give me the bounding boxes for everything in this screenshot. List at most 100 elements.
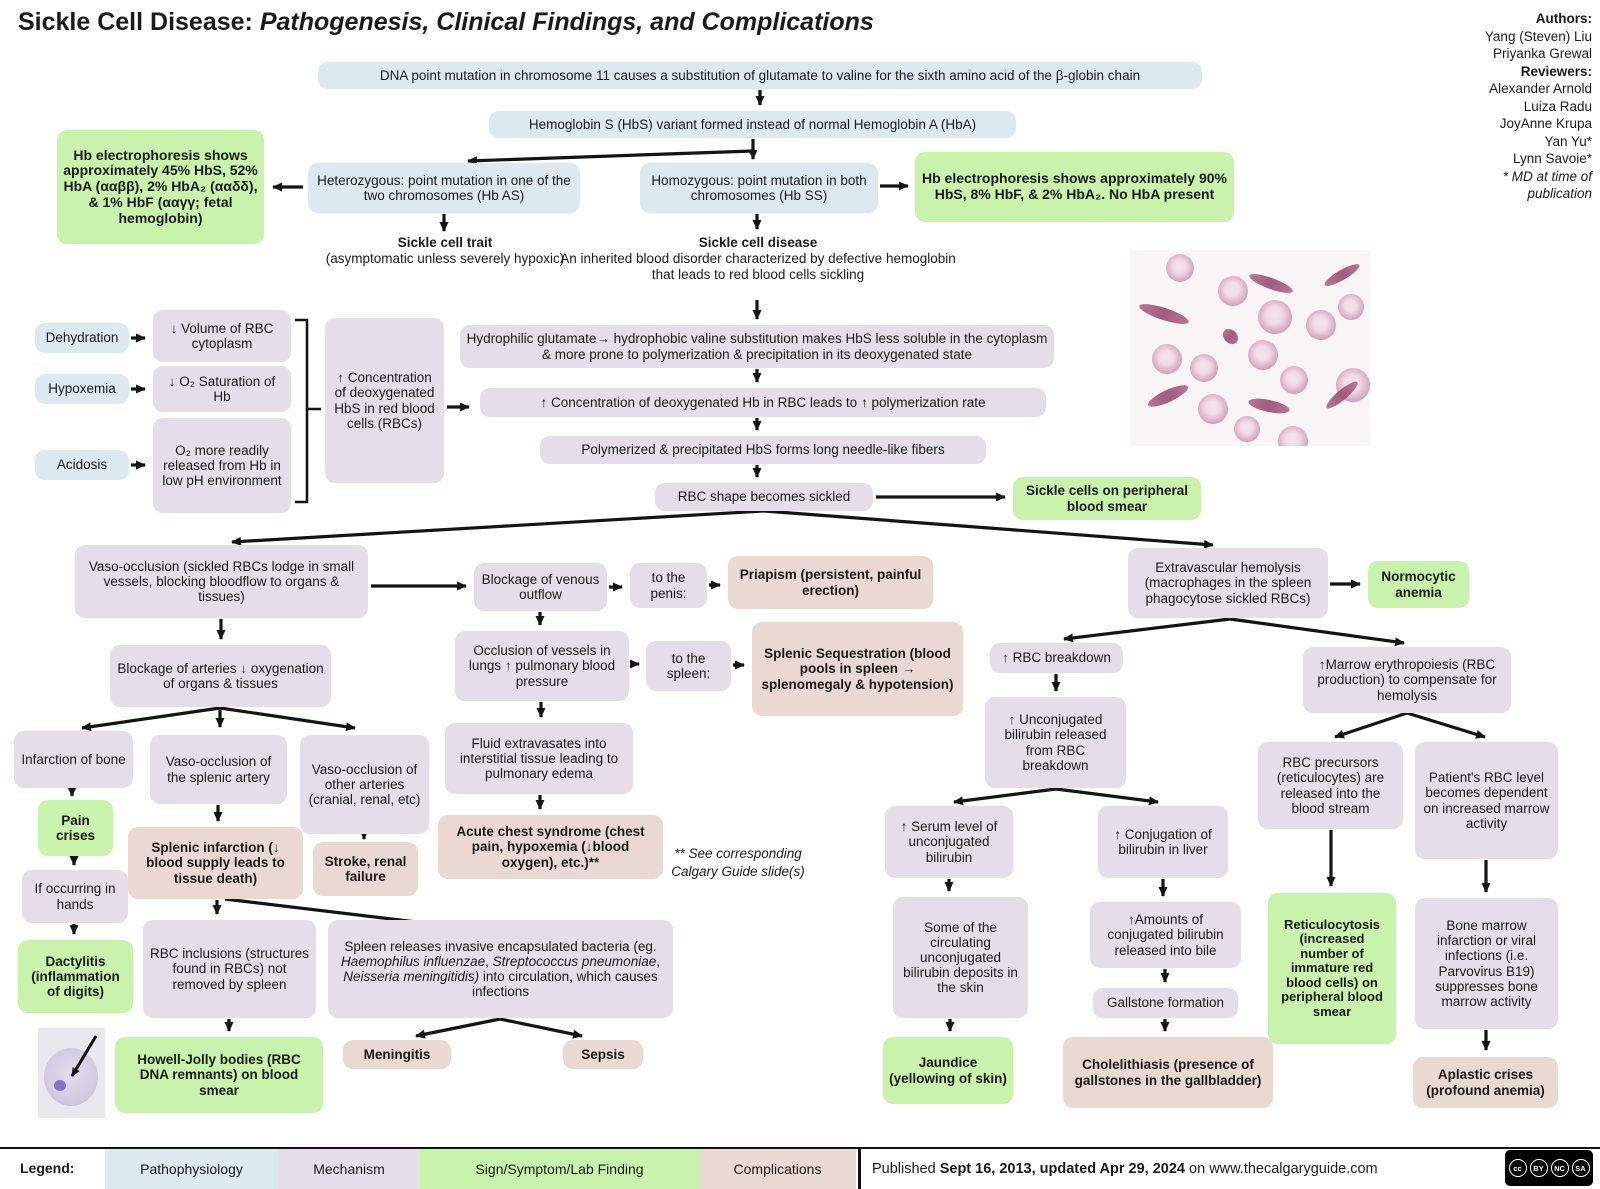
legend-label: Legend: — [20, 1160, 75, 1176]
node-dehydration: Dehydration — [35, 323, 129, 353]
node-patients-rbc-level: Patient's RBC level becomes dependent on… — [1415, 742, 1558, 859]
node-sepsis: Sepsis — [563, 1040, 643, 1069]
reviewer-name: Luiza Radu — [1523, 98, 1592, 114]
node-needle-fibers: Polymerized & precipitated HbS forms lon… — [540, 436, 986, 464]
title-main: Sickle Cell Disease: — [18, 8, 253, 36]
node-stroke-renal-failure: Stroke, renal failure — [313, 842, 418, 896]
author-name: Yang (Steven) Liu — [1484, 28, 1592, 44]
credits-block: Authors: Yang (Steven) Liu Priyanka Grew… — [1390, 10, 1592, 203]
legend-item-complications: Complications — [699, 1149, 856, 1189]
node-to-the-penis: to the penis: — [630, 563, 707, 608]
published-line: Published Sept 16, 2013, updated Apr 29,… — [872, 1161, 1378, 1177]
node-if-occurring-hands: If occurring in hands — [22, 870, 128, 923]
node-hydrophilic-glutamate: Hydrophilic glutamate→ hydrophobic valin… — [460, 325, 1054, 368]
node-conjugated-bile: ↑Amounts of conjugated bilirubin release… — [1090, 902, 1241, 968]
sickle-shape — [1137, 300, 1191, 328]
node-sickle-cell-disease: Sickle cell disease An inherited blood d… — [560, 235, 956, 282]
sickle-shape — [1219, 325, 1242, 348]
rbc-shape — [1198, 394, 1228, 424]
reviewers-label: Reviewers: — [1520, 63, 1592, 79]
node-o2-released: O₂ more readily released from Hb in low … — [153, 418, 291, 513]
node-acute-chest-syndrome: Acute chest syndrome (chest pain, hypoxe… — [438, 815, 663, 879]
node-blockage-arteries: Blockage of arteries ↓ oxygenation of or… — [110, 645, 331, 707]
howell-jolly-image — [38, 1028, 105, 1118]
node-splenic-sequestration: Splenic Sequestration (blood pools in sp… — [752, 622, 963, 716]
authors-label: Authors: — [1535, 11, 1592, 26]
rbc-shape — [1152, 344, 1182, 374]
sickle-shape — [1145, 381, 1191, 411]
node-conjugation-liver: ↑ Conjugation of bilirubin in liver — [1098, 806, 1228, 878]
node-blockage-venous: Blockage of venous outflow — [474, 563, 607, 611]
node-meningitis: Meningitis — [343, 1040, 451, 1069]
by-icon: BY — [1529, 1159, 1548, 1177]
reviewer-name: Yan Yu* — [1544, 133, 1592, 149]
node-o2-saturation: ↓ O₂ Saturation of Hb — [153, 366, 291, 412]
node-heterozygous: Heterozygous: point mutation in one of t… — [308, 163, 580, 213]
node-spleen-releases-bacteria: Spleen releases invasive encapsulated ba… — [328, 920, 673, 1018]
node-dna-mutation: DNA point mutation in chromosome 11 caus… — [318, 62, 1202, 89]
rbc-shape — [1280, 366, 1308, 394]
node-sickle-cell-trait: Sickle cell trait (asymptomatic unless s… — [325, 235, 565, 266]
node-cholelithiasis: Cholelithiasis (presence of gallstones i… — [1063, 1037, 1273, 1108]
peripheral-smear-image — [1130, 250, 1370, 446]
cc-license-badge: cc BY NC SA — [1505, 1150, 1593, 1186]
node-circulating-bilirubin-skin: Some of the circulating unconjugated bil… — [893, 897, 1028, 1018]
node-gallstone-formation: Gallstone formation — [1093, 988, 1238, 1018]
node-unconjugated-bilirubin: ↑ Unconjugated bilirubin released from R… — [985, 697, 1126, 788]
node-volume-rbc-cytoplasm: ↓ Volume of RBC cytoplasm — [153, 310, 291, 362]
page-title: Sickle Cell Disease: Pathogenesis, Clini… — [18, 8, 874, 37]
rbc-shape — [1248, 340, 1278, 370]
node-normocytic-anemia: Normocytic anemia — [1368, 561, 1469, 608]
node-jaundice: Jaundice (yellowing of skin) — [883, 1037, 1013, 1104]
node-howell-jolly-bodies: Howell-Jolly bodies (RBC DNA remnants) o… — [115, 1037, 323, 1113]
node-vaso-occlusion: Vaso-occlusion (sickled RBCs lodge in sm… — [75, 545, 368, 618]
node-aplastic-crises: Aplastic crises (profound anemia) — [1413, 1057, 1558, 1108]
sa-icon: SA — [1571, 1159, 1590, 1177]
rbc-shape — [1306, 310, 1336, 340]
rbc-shape — [1234, 416, 1260, 442]
node-bone-marrow-infarction: Bone marrow infarction or viral infectio… — [1415, 898, 1558, 1029]
nc-icon: NC — [1550, 1159, 1569, 1177]
reviewer-name: Lynn Savoie* — [1512, 151, 1592, 167]
credits-note: publication — [1527, 186, 1592, 202]
rbc-shape — [1218, 276, 1248, 306]
pointer-arrow-icon — [70, 1035, 98, 1077]
node-concentration-deoxygenated-hbs: ↑ Concentration of deoxygenated HbS in r… — [325, 318, 444, 483]
node-hbs-variant: Hemoglobin S (HbS) variant formed instea… — [489, 111, 1016, 138]
node-homozygous: Homozygous: point mutation in both chrom… — [640, 163, 878, 213]
rbc-shape — [1190, 354, 1218, 382]
rbc-shape — [1278, 426, 1308, 446]
node-occlusion-lungs: Occlusion of vessels in lungs ↑ pulmonar… — [455, 631, 629, 701]
node-infarction-bone: Infarction of bone — [14, 731, 133, 788]
node-rbc-precursors: RBC precursors (reticulocytes) are relea… — [1258, 742, 1403, 829]
title-subtitle: Pathogenesis, Clinical Findings, and Com… — [252, 8, 874, 36]
reviewer-name: JoyAnne Krupa — [1499, 116, 1592, 132]
sickle-shape — [1247, 270, 1295, 297]
author-name: Priyanka Grewal — [1492, 46, 1592, 62]
node-splenic-infarction: Splenic infarction (↓ blood supply leads… — [128, 827, 303, 899]
node-rbc-inclusions: RBC inclusions (structures found in RBCs… — [143, 920, 316, 1018]
sickle-shape — [1322, 260, 1362, 290]
node-vaso-occlusion-splenic: Vaso-occlusion of the splenic artery — [150, 735, 287, 804]
node-sickle-cells-smear: Sickle cells on peripheral blood smear — [1013, 477, 1201, 520]
legend-vertical-divider — [858, 1149, 861, 1189]
node-rbc-sickled: RBC shape becomes sickled — [655, 483, 873, 511]
node-pain-crises: Pain crises — [38, 800, 113, 856]
rbc-shape — [44, 1048, 98, 1106]
website-url: www.thecalgaryguide.com — [1209, 1161, 1378, 1177]
node-rbc-breakdown: ↑ RBC breakdown — [990, 643, 1123, 673]
node-dactylitis: Dactylitis (inflammation of digits) — [18, 940, 133, 1013]
cc-icon: cc — [1508, 1159, 1527, 1177]
node-acidosis: Acidosis — [35, 450, 129, 480]
reviewer-name: Alexander Arnold — [1489, 81, 1592, 97]
credits-note: * MD at time of — [1502, 168, 1592, 184]
sickle-shape — [1247, 395, 1291, 417]
howell-jolly-body-dot — [54, 1080, 66, 1091]
node-electrophoresis-trait: Hb electrophoresis shows approximately 4… — [57, 130, 264, 244]
node-priapism: Priapism (persistent, painful erection) — [728, 556, 933, 609]
rbc-shape — [1258, 300, 1292, 334]
node-serum-unconjugated: ↑ Serum level of unconjugated bilirubin — [885, 806, 1013, 878]
see-corresponding-note: ** See corresponding Calgary Guide slide… — [671, 846, 805, 879]
node-extravascular-hemolysis: Extravascular hemolysis (macrophages in … — [1128, 548, 1328, 618]
